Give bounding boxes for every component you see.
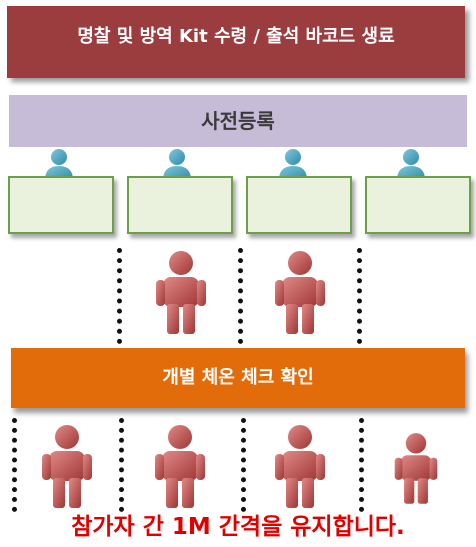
queue-divider <box>238 248 243 344</box>
queue-divider <box>359 418 364 512</box>
distance-notice: 참가자 간 1M 간격을 유지합니다. <box>71 514 405 540</box>
queue-divider <box>241 418 246 512</box>
queue-divider <box>119 418 124 512</box>
reception-desk <box>127 176 233 234</box>
attendee-icon <box>273 250 327 334</box>
reception-desk <box>8 176 114 234</box>
queue-divider <box>357 248 362 344</box>
kit-barcode-banner: 명찰 및 방역 Kit 수령 / 출석 바코드 생료 <box>7 6 465 78</box>
pre-registration-bar: 사전등록 <box>9 95 467 147</box>
attendee-icon <box>40 424 94 508</box>
attendee-icon <box>273 424 327 508</box>
temperature-check-bar: 개별 체온 체크 확인 <box>11 348 465 408</box>
queue-divider <box>12 418 17 512</box>
attendee-icon <box>153 424 207 508</box>
attendee-icon <box>154 250 208 334</box>
reception-desk <box>246 176 352 234</box>
queue-divider <box>117 248 122 344</box>
attendee-icon <box>393 428 439 508</box>
reception-desk <box>365 176 471 234</box>
